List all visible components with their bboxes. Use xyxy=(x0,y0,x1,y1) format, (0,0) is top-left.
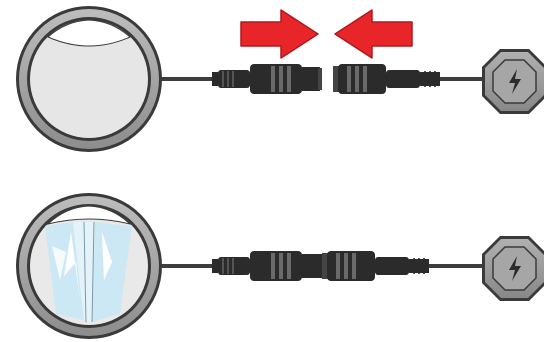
power-source-box xyxy=(482,49,544,114)
lens-shade xyxy=(46,205,132,225)
state-connected xyxy=(16,193,544,339)
light-beam xyxy=(45,222,84,320)
light-beam-highlight xyxy=(52,246,66,280)
arrow-right xyxy=(240,9,319,59)
connector-joined xyxy=(212,251,429,281)
connector-socket-right xyxy=(333,64,440,94)
power-source-box xyxy=(482,236,544,301)
light-beam-highlight xyxy=(102,232,112,280)
light-beam xyxy=(73,222,95,322)
lens-shade xyxy=(47,19,131,47)
light-fixture-on xyxy=(16,193,162,339)
arrow-left xyxy=(334,9,413,59)
lightning-bolt-icon xyxy=(509,69,521,94)
connector-plug-left xyxy=(212,64,322,94)
light-beam xyxy=(92,222,132,322)
light-beam-highlight xyxy=(64,232,80,300)
lens-off xyxy=(30,20,148,138)
state-disconnected xyxy=(16,6,544,152)
arrows-connect-together xyxy=(240,9,413,59)
lightning-bolt-icon xyxy=(509,256,521,281)
light-fixture-off xyxy=(16,6,162,152)
